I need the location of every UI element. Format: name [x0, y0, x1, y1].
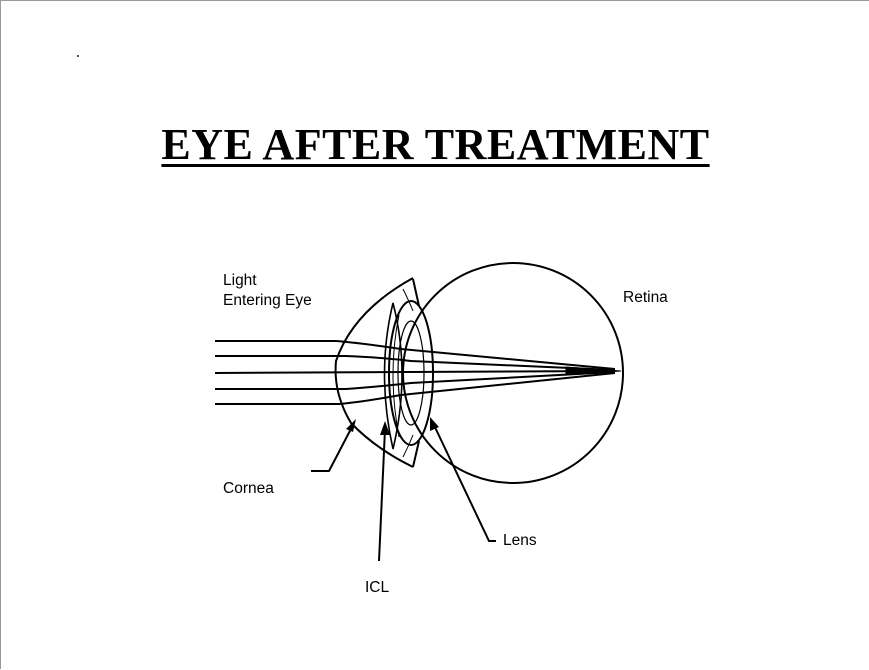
light-label-line2: Entering Eye — [223, 291, 312, 311]
lens-label: Lens — [503, 531, 537, 551]
cornea-pointer-arrowhead — [346, 419, 356, 432]
cornea-pointer — [311, 425, 353, 471]
retina-label: Retina — [623, 288, 668, 308]
light-ray-3 — [215, 371, 615, 373]
light-ray-4 — [215, 372, 615, 389]
light-entering-label: Light Entering Eye — [223, 271, 312, 311]
icl-label: ICL — [365, 578, 389, 598]
light-label-line1: Light — [223, 271, 312, 291]
lens-pointer-arrowhead — [430, 417, 439, 431]
iris-bottom-detail — [403, 435, 413, 457]
lens-pointer — [433, 423, 496, 541]
iris-top-detail — [403, 289, 413, 311]
cornea-label: Cornea — [223, 479, 274, 499]
